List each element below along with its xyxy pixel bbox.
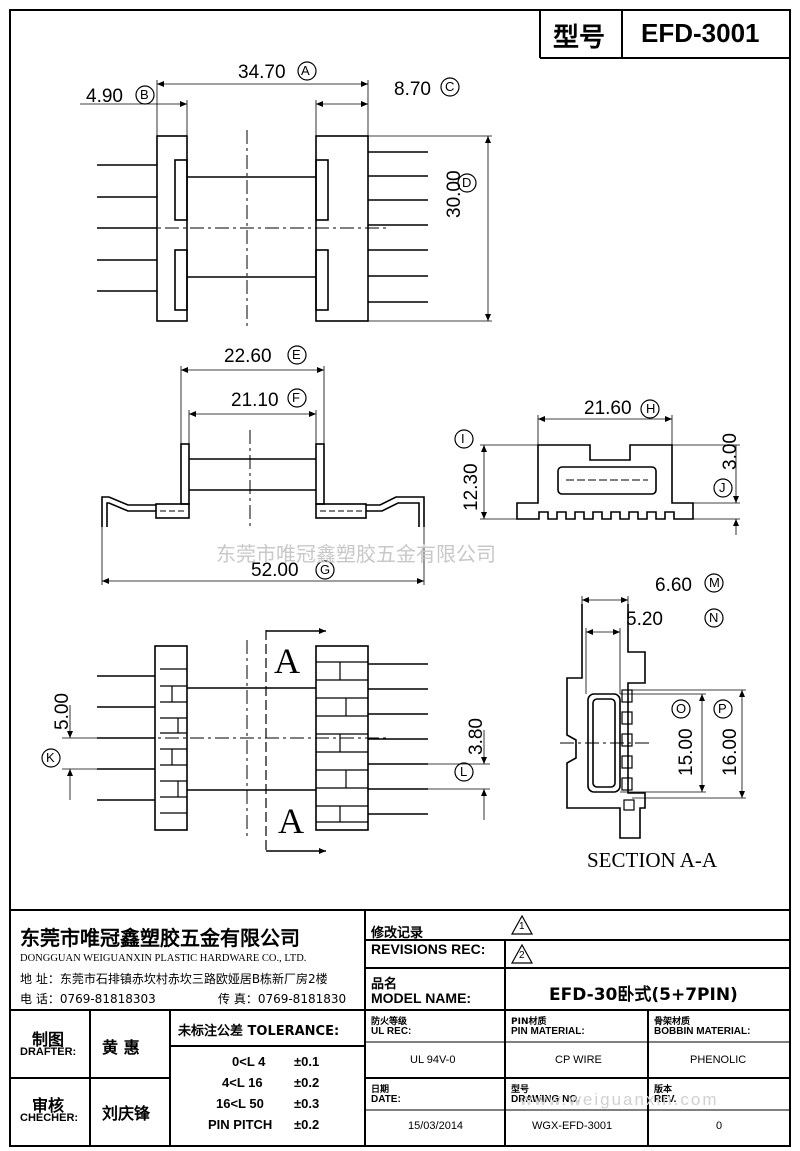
tolerance-value-3: ±0.2 [294,1117,320,1132]
marker-e: E [292,347,301,362]
company-fax: 传 真：0769-8181830 [218,992,347,1006]
tolerance-value-0: ±0.1 [294,1054,320,1069]
dim-f: 21.10 [231,390,279,411]
pin-material-label-cn: PIN材质 [511,1017,547,1027]
drafter-label-en: DRAFTER: [20,1046,77,1058]
model-name-label-en: MODEL NAME: [371,990,472,1006]
section-arrow-top: A [274,641,300,681]
title-block-lines [10,10,790,1146]
bobbin-material-value: PHENOLIC [690,1054,747,1066]
marker-h: H [646,401,656,416]
dim-h: 21.60 [584,398,632,419]
model-code: EFD-3001 [641,18,760,48]
company-address: 地 址：东莞市石排镇赤坎村赤坎三路欧娅居B栋新厂房2楼 [20,972,328,986]
dim-i: 12.30 [461,463,482,511]
marker-l: L [460,764,468,779]
rev-value: 0 [716,1120,723,1132]
rev-label-en: REV. [654,1094,677,1105]
checker-label-cn: 审核 [32,1096,65,1115]
drawing-no-label-en: DRAWING NO. [511,1094,580,1105]
rev-label-cn: 版本 [654,1085,673,1095]
checker-name: 刘庆锋 [102,1104,151,1123]
dim-e: 22.60 [224,346,272,367]
date-value: 15/03/2014 [408,1120,464,1132]
ul-label-cn: 防火等级 [371,1017,408,1027]
bobbin-material-label-cn: 骨架材质 [654,1017,691,1027]
tolerance-range-2: 16<L 50 [216,1096,264,1111]
marker-b: B [140,87,149,102]
side-view [480,415,740,520]
revision-1: 1 [519,921,525,932]
marker-d: D [462,175,472,190]
revision-2: 2 [519,950,525,961]
revisions-label-en: REVISIONS REC: [371,941,486,957]
tolerance-value-1: ±0.2 [294,1075,320,1090]
side-view-dims [481,416,739,535]
watermark-url: www.weiguanxin.com [520,1090,719,1109]
dim-o: 15.00 [676,728,697,776]
front-view [101,366,425,585]
bobbin-material-label-en: BOBBIN MATERIAL: [654,1026,751,1037]
dim-m: 6.60 [655,575,692,596]
section-arrow-bottom: A [278,801,304,841]
marker-a: A [301,63,310,78]
company-phone: 电 话：0769-81818303 [20,992,156,1006]
tolerance-value-2: ±0.3 [294,1096,320,1111]
dim-b: 4.90 [86,86,123,107]
dim-g: 52.00 [251,560,299,581]
marker-j: J [719,480,726,495]
bottom-view [62,628,490,854]
top-view-dims [80,81,491,321]
marker-k: K [46,750,55,765]
drafter-label-cn: 制图 [32,1030,65,1049]
dim-k: 5.00 [52,693,73,730]
marker-n: N [709,610,719,625]
dim-p: 16.00 [720,728,741,776]
front-view-dims [102,367,424,584]
marker-m: M [709,575,720,590]
pin-material-value: CP WIRE [555,1054,602,1066]
marker-f: F [292,390,300,405]
pin-material-label-en: PIN MATERIAL: [511,1026,585,1037]
marker-i: I [461,431,465,446]
marker-o: O [676,701,687,716]
marker-p: P [718,701,727,716]
tolerance-range-0: 0<L 4 [232,1054,266,1069]
dim-l: 3.80 [466,718,487,755]
dim-n: 5.20 [626,609,663,630]
model-name-label-cn: 品名 [371,977,398,992]
ul-label-en: UL REC: [371,1026,412,1037]
drawing-frame [9,9,791,1147]
date-label-en: DATE: [371,1094,401,1105]
tolerance-range-1: 4<L 16 [222,1075,263,1090]
company-name-en: DONGGUAN WEIGUANXIN PLASTIC HARDWARE CO.… [20,953,307,964]
marker-c: C [445,79,455,94]
marker-circles [41,61,733,782]
drawing-no-value: WGX-EFD-3001 [532,1120,613,1132]
section-view [560,596,746,839]
watermark: 东莞市唯冠鑫塑胶五金有限公司 [216,542,496,566]
tolerance-title: 未标注公差 TOLERANCE: [178,1024,340,1039]
revisions-label-cn: 修改记录 [371,926,424,941]
top-view [97,80,492,330]
dim-j: 3.00 [720,433,741,470]
ul-value: UL 94V-0 [410,1054,456,1066]
drawing-no-label-cn: 型号 [511,1085,530,1095]
checker-label-en: CHECHER: [20,1112,79,1124]
date-label-cn: 日期 [371,1085,390,1095]
tolerance-range-3: PIN PITCH [208,1117,273,1132]
revision-triangles [510,914,534,964]
dim-c: 8.70 [394,79,431,100]
drafter-name: 黄 惠 [102,1038,140,1057]
model-label: 型号 [553,23,606,53]
marker-g: G [320,562,331,577]
dim-a: 34.70 [238,62,286,83]
section-dims [582,597,745,798]
company-name-cn: 东莞市唯冠鑫塑胶五金有限公司 [20,926,300,950]
section-caption: SECTION A-A [587,848,718,872]
bottom-view-dims [67,705,487,820]
model-name-value: EFD-30卧式(5+7PIN) [549,985,738,1005]
